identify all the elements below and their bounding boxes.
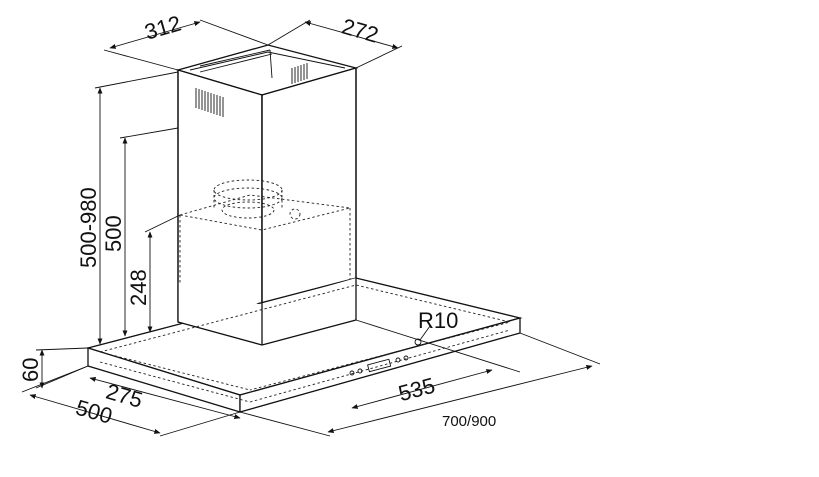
chimney-upper <box>175 44 359 346</box>
dim-hood-thickness: 60 <box>18 358 43 382</box>
dim-height-range: 500-980 <box>76 187 101 268</box>
dim-canopy-width: 535 <box>396 373 438 407</box>
dimension-lines <box>21 19 601 437</box>
dim-chimney-depth: 272 <box>339 14 381 48</box>
vent-front <box>195 88 224 117</box>
vent-rear <box>291 63 308 84</box>
dim-total-width: 700/900 <box>442 413 496 430</box>
dim-lower-height: 500 <box>101 215 126 252</box>
dim-chimney-width: 312 <box>142 11 184 45</box>
dim-radius: R10 <box>418 308 458 333</box>
dim-inner-height: 248 <box>126 269 151 306</box>
